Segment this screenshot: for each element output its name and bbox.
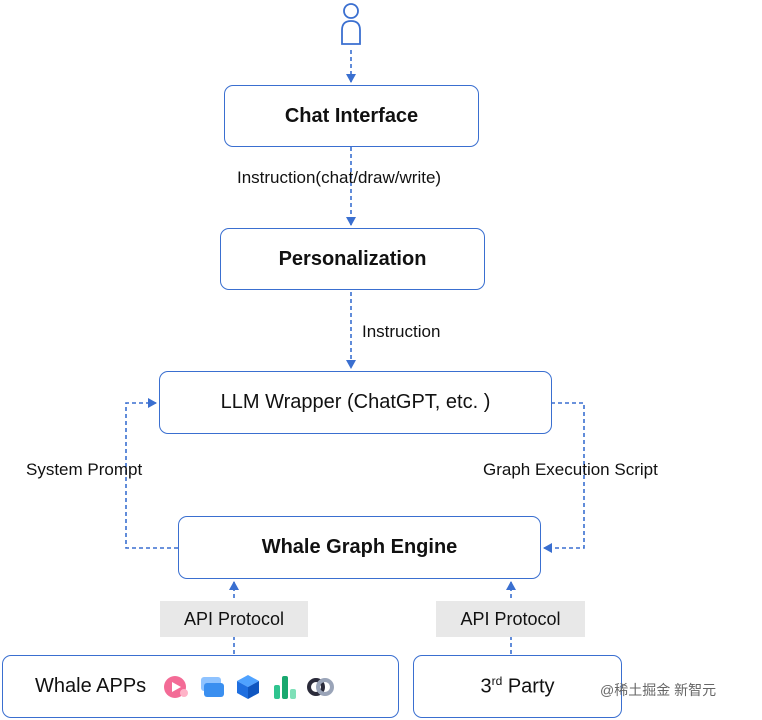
api-protocol-right-label: API Protocol: [460, 608, 561, 629]
whale-apps-label: Whale APPs: [35, 675, 147, 697]
api-protocol-right: API Protocol: [436, 601, 585, 637]
link-app-icon: [307, 677, 335, 696]
chat-interface-label: Chat Interface: [284, 104, 419, 127]
third-party-ordinal: rd: [491, 674, 503, 689]
cube-app-icon: [237, 674, 260, 699]
api-protocol-left-label: API Protocol: [183, 608, 285, 629]
api-protocol-left: API Protocol: [160, 601, 308, 637]
arrow-system-prompt: [125, 398, 178, 549]
layers-app-icon: [201, 676, 225, 697]
whale-apps-node: Whale APPs: [2, 655, 399, 718]
third-party-number: 3: [480, 675, 492, 698]
instruction-chat-label: Instruction(chat/draw/write): [237, 168, 442, 187]
system-prompt-label: System Prompt: [26, 460, 143, 479]
whale-graph-engine-label: Whale Graph Engine: [261, 536, 458, 558]
chat-interface-node: Chat Interface: [224, 85, 479, 147]
llm-wrapper-label: LLM Wrapper (ChatGPT, etc. ): [220, 391, 491, 413]
third-party-label: 3rd Party: [480, 674, 554, 699]
personalization-node: Personalization: [220, 228, 485, 290]
third-party-word: Party: [502, 675, 555, 698]
user-icon: [341, 3, 361, 45]
graph-execution-script-label: Graph Execution Script: [483, 460, 658, 479]
arrow-graph-execution: [543, 402, 585, 553]
third-party-node: 3rd Party: [413, 655, 622, 718]
whale-graph-engine-node: Whale Graph Engine: [178, 516, 541, 579]
video-app-icon: [164, 675, 189, 698]
watermark: @稀土掘金 新智元: [600, 682, 717, 698]
whale-apps-row: Whale APPs: [35, 673, 335, 701]
instruction-label: Instruction: [362, 322, 441, 341]
chart-app-icon: [274, 675, 297, 699]
llm-wrapper-node: LLM Wrapper (ChatGPT, etc. ): [159, 371, 552, 434]
personalization-label: Personalization: [278, 247, 427, 270]
